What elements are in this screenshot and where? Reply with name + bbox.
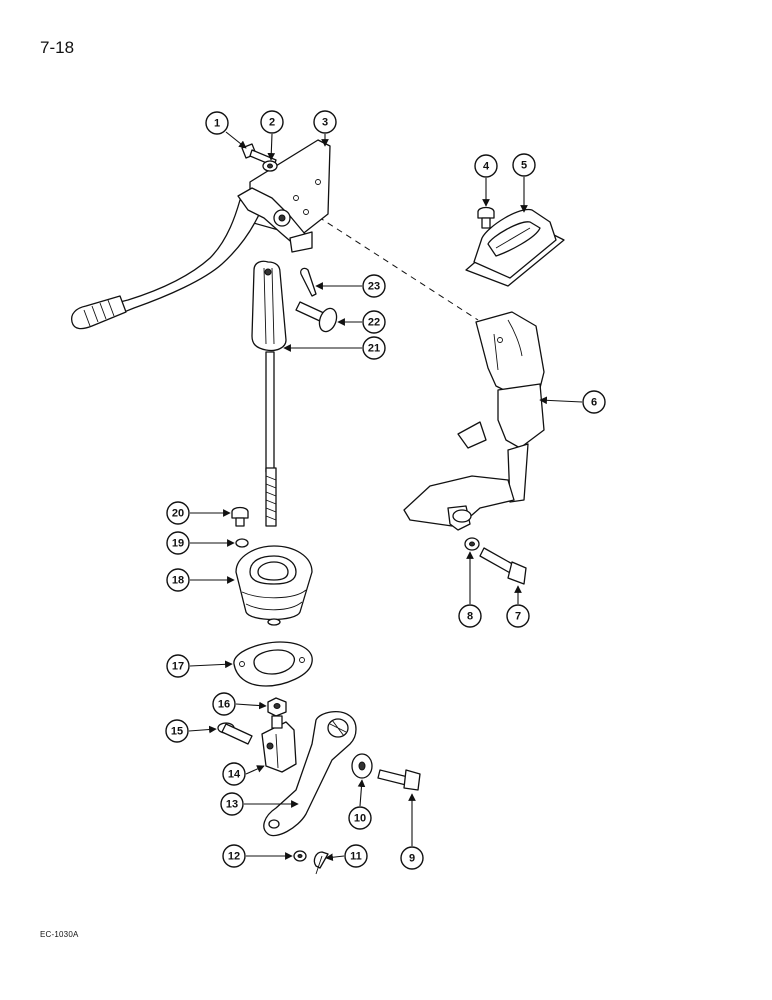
leader-line-17 xyxy=(189,660,233,669)
washer-part-10 xyxy=(351,753,373,779)
callout-circle-13 xyxy=(220,792,244,816)
leader-line-14 xyxy=(245,765,265,775)
callout-circle-23 xyxy=(362,274,386,298)
callout-circle-22 xyxy=(362,310,386,334)
callout-circle-15 xyxy=(165,719,189,743)
gaiter-part-5 xyxy=(465,208,565,287)
callout-circle-11 xyxy=(344,844,368,868)
cotter-pin-part-11 xyxy=(313,851,329,875)
callout-circle-5 xyxy=(512,153,536,177)
callout-label-19: 19 xyxy=(172,538,184,550)
callout-circle-7 xyxy=(506,604,530,628)
bolt-part-20 xyxy=(231,506,249,527)
callout-circle-8 xyxy=(458,604,482,628)
cotter-pin-part-23 xyxy=(300,267,317,297)
callout-label-3: 3 xyxy=(322,117,328,129)
bolt-part-9 xyxy=(377,769,421,791)
boot-base-part-18 xyxy=(235,545,313,626)
callout-label-11: 11 xyxy=(350,851,362,863)
callout-label-14: 14 xyxy=(228,769,241,781)
callout-circle-9 xyxy=(400,846,424,870)
callout-label-10: 10 xyxy=(354,813,366,825)
callout-label-18: 18 xyxy=(172,575,184,587)
callout-label-8: 8 xyxy=(467,611,473,623)
callout-label-21: 21 xyxy=(368,343,380,355)
leader-line-6 xyxy=(539,396,583,405)
callout-label-2: 2 xyxy=(269,117,275,129)
callout-circle-21 xyxy=(362,336,386,360)
callout-label-13: 13 xyxy=(226,799,238,811)
clevis-rod-part-21 xyxy=(251,260,287,527)
shift-lever-part xyxy=(70,187,313,330)
leader-line-2 xyxy=(267,133,276,161)
callout-circle-3 xyxy=(313,110,337,134)
callout-circle-16 xyxy=(212,692,236,716)
callout-circle-4 xyxy=(474,154,498,178)
leader-line-10 xyxy=(357,779,366,807)
washer-part-12 xyxy=(293,850,307,862)
callout-circle-17 xyxy=(166,654,190,678)
shift-bracket-part-6 xyxy=(403,311,545,531)
washer-part-2 xyxy=(262,160,278,172)
callout-circle-14 xyxy=(222,762,246,786)
page-number: 7-18 xyxy=(40,38,75,57)
callout-label-6: 6 xyxy=(591,397,597,409)
callout-label-4: 4 xyxy=(483,161,490,173)
alignment-dashed-line xyxy=(299,204,479,321)
leader-line-16 xyxy=(235,701,267,710)
nut-part-16 xyxy=(267,697,287,717)
leader-line-11 xyxy=(325,853,345,862)
callout-label-12: 12 xyxy=(228,851,240,863)
callout-circle-1 xyxy=(205,111,229,135)
callout-label-7: 7 xyxy=(515,611,521,623)
callout-label-15: 15 xyxy=(171,726,183,738)
figure-code: EC-1030A xyxy=(40,930,79,939)
callout-label-22: 22 xyxy=(368,317,380,329)
callout-label-17: 17 xyxy=(172,661,184,673)
leader-line-1 xyxy=(225,131,247,149)
callout-circle-19 xyxy=(166,531,190,555)
callout-label-5: 5 xyxy=(521,160,527,172)
bolt-part-4 xyxy=(477,206,495,229)
callout-label-23: 23 xyxy=(368,281,380,293)
gasket-part-17 xyxy=(233,641,313,687)
callout-circle-2 xyxy=(260,110,284,134)
callout-circle-20 xyxy=(166,501,190,525)
washer-part-19 xyxy=(235,538,249,548)
clevis-pin-part-22 xyxy=(295,301,338,333)
callout-label-16: 16 xyxy=(218,699,230,711)
leader-line-15 xyxy=(188,725,217,734)
callout-circle-10 xyxy=(348,806,372,830)
callout-circle-6 xyxy=(582,390,606,414)
clevis-part-14 xyxy=(261,715,297,773)
clevis-pin-part-15 xyxy=(217,722,253,745)
callout-label-1: 1 xyxy=(214,118,220,130)
callout-label-20: 20 xyxy=(172,508,184,520)
callout-circle-12 xyxy=(222,844,246,868)
washer-part-8 xyxy=(464,537,480,551)
callout-label-9: 9 xyxy=(409,853,415,865)
callout-circle-18 xyxy=(166,568,190,592)
bolt-part-7 xyxy=(479,547,527,585)
